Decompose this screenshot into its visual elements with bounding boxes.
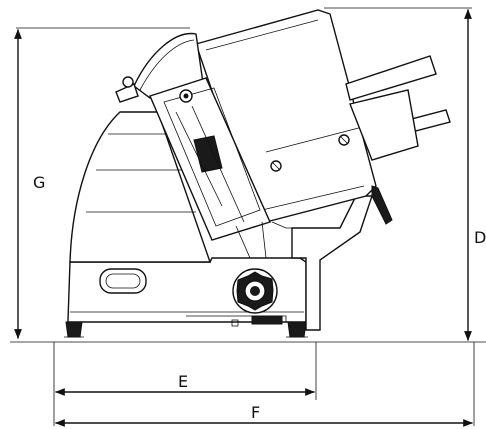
- dimension-f-label: F: [251, 403, 260, 422]
- rear-lever: [371, 185, 393, 225]
- dimension-e-label: E: [178, 372, 188, 391]
- bottom-bracket: [251, 315, 283, 325]
- handle-slot: [99, 268, 147, 294]
- dimension-f: F: [55, 403, 473, 427]
- rear-column: [291, 195, 373, 331]
- dimension-g: G: [14, 27, 190, 339]
- blade-guard: [133, 32, 205, 99]
- front-foot: [65, 321, 83, 338]
- dimension-d: D: [324, 7, 486, 341]
- dimension-g-label: G: [33, 173, 45, 192]
- thickness-knob: [232, 268, 278, 314]
- pusher-block: [349, 89, 419, 161]
- rear-foot: [287, 321, 307, 338]
- dimension-e: E: [55, 372, 315, 396]
- front-body: [69, 111, 211, 263]
- carriage-assembly: [115, 9, 451, 259]
- pusher-rod-upper: [345, 55, 437, 101]
- dimension-d-label: D: [474, 228, 486, 247]
- slicer-machine: [64, 9, 451, 338]
- extension-lines: [10, 341, 486, 426]
